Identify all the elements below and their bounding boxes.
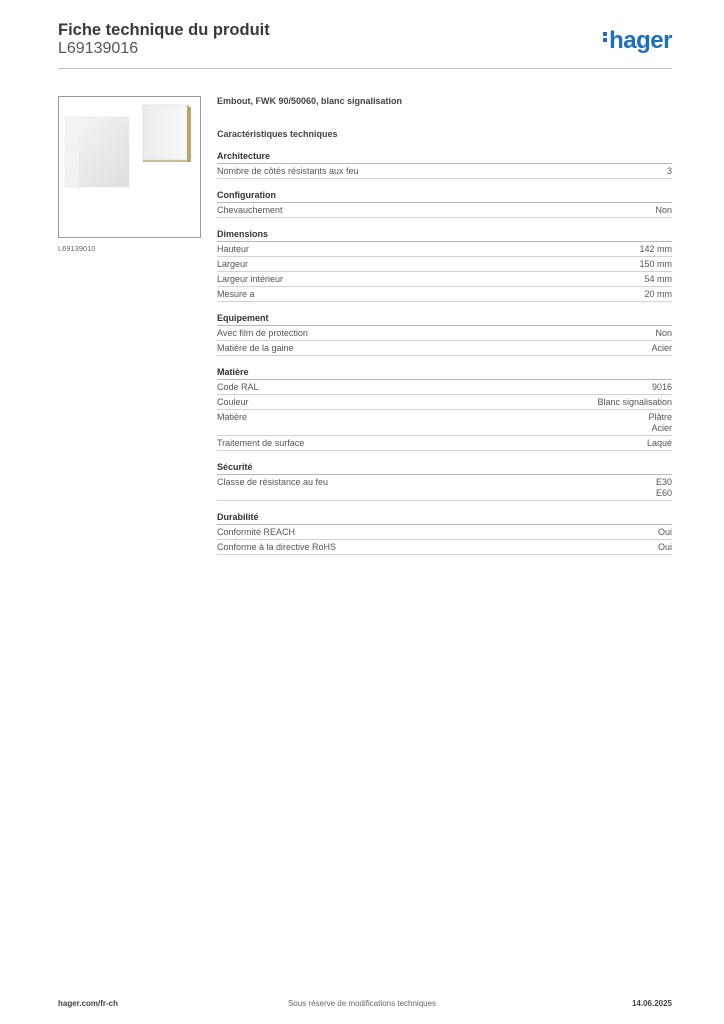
spec-value-line: 54 mm (644, 274, 672, 284)
spec-value: 20 mm (644, 289, 672, 300)
spec-value: Acier (651, 343, 672, 354)
spec-label: Avec film de protection (217, 328, 308, 338)
hager-logo: hager (603, 28, 672, 54)
spec-value-line: Oui (657, 542, 672, 552)
spec-label: Traitement de surface (217, 438, 305, 448)
spec-label: Conformité REACH (217, 527, 296, 537)
spec-label: Mesure a (217, 289, 255, 299)
spec-value: 3 (667, 166, 672, 177)
spec-label: Nombre de côtés résistants aux feu (217, 166, 359, 176)
spec-row: Avec film de protection Non (217, 326, 672, 341)
spec-panel: Embout, FWK 90/50060, blanc signalisatio… (217, 95, 672, 555)
spec-value: Oui (658, 527, 672, 538)
spec-value-line: Non (655, 205, 672, 215)
spec-value: Oui (658, 542, 672, 553)
spec-label: Matière de la gaine (217, 343, 294, 353)
footer-date: 14.06.2025 (631, 999, 672, 1008)
spec-value: Blanc signalisation (597, 397, 672, 408)
section-title: Durabilité (217, 512, 672, 525)
spec-row: Conforme à la directive RoHS Oui (217, 540, 672, 555)
spec-value: Laqué (647, 438, 672, 449)
spec-label: Classe de résistance au feu (217, 477, 329, 487)
spec-value-line: Plâtre (648, 412, 672, 422)
section-title: Equipement (217, 313, 672, 326)
product-illustration (64, 104, 191, 188)
product-name: Embout, FWK 90/50060, blanc signalisatio… (217, 96, 403, 106)
spec-row: Nombre de côtés résistants aux feu 3 (217, 164, 672, 179)
spec-row: Largeur 150 mm (217, 257, 672, 272)
spec-row: Largeur intérieur 54 mm (217, 272, 672, 287)
spec-value-line: 9016 (651, 382, 672, 392)
product-reference: L69139016 (58, 40, 139, 57)
spec-label: Conforme à la directive RoHS (217, 542, 337, 552)
spec-label: Matière (217, 412, 248, 422)
spec-row: Mesure a 20 mm (217, 287, 672, 302)
spec-row: Matière de la gaine Acier (217, 341, 672, 356)
spec-value-line: 20 mm (644, 289, 672, 299)
spec-value-line: Oui (657, 527, 672, 537)
spec-value-line: E30 (655, 477, 672, 487)
spec-value: 54 mm (644, 274, 672, 285)
spec-label: Couleur (217, 397, 249, 407)
footer-website: hager.com/fr-ch (58, 999, 119, 1008)
logo-text: hager (609, 27, 672, 54)
page-title: Fiche technique du produit (58, 21, 270, 39)
section-title: Dimensions (217, 229, 672, 242)
spec-value: Non (655, 205, 672, 216)
spec-value: 150 mm (639, 259, 672, 270)
footer-disclaimer: Sous réserve de modifications techniques (287, 999, 437, 1008)
spec-value: 142 mm (639, 244, 672, 255)
spec-label: Hauteur (217, 244, 250, 254)
spec-value-line: 142 mm (639, 244, 672, 254)
header-divider (58, 68, 672, 69)
spec-row: Traitement de surface Laqué (217, 436, 672, 451)
spec-value-line: Laqué (646, 438, 672, 448)
spec-value: 9016 (652, 382, 672, 393)
spec-value-line: 150 mm (639, 259, 672, 269)
spec-label: Code RAL (217, 382, 259, 392)
spec-value-line: Non (655, 328, 672, 338)
section-title: Matière (217, 367, 672, 380)
spec-value-line: 3 (666, 166, 672, 176)
spec-value-line: Blanc signalisation (597, 397, 672, 407)
spec-heading: Caractéristiques techniques (217, 129, 338, 139)
spec-row: Hauteur 142 mm (217, 242, 672, 257)
spec-row: Conformité REACH Oui (217, 525, 672, 540)
spec-label: Largeur (217, 259, 249, 269)
spec-row: Couleur Blanc signalisation (217, 395, 672, 410)
section-title: Architecture (217, 151, 672, 164)
spec-value: Non (655, 328, 672, 339)
spec-row: Code RAL 9016 (217, 380, 672, 395)
spec-value-line: E60 (655, 488, 672, 498)
section-title: Sécurité (217, 462, 672, 475)
spec-value-line: Acier (651, 423, 672, 433)
logo-dots-icon (603, 32, 608, 44)
spec-value-line: Acier (651, 343, 672, 353)
spec-row: Chevauchement Non (217, 203, 672, 218)
section-title: Configuration (217, 190, 672, 203)
spec-label: Largeur intérieur (217, 274, 284, 284)
spec-label: Chevauchement (217, 205, 283, 215)
product-image (58, 96, 201, 238)
image-caption: L69139010 (58, 244, 96, 253)
